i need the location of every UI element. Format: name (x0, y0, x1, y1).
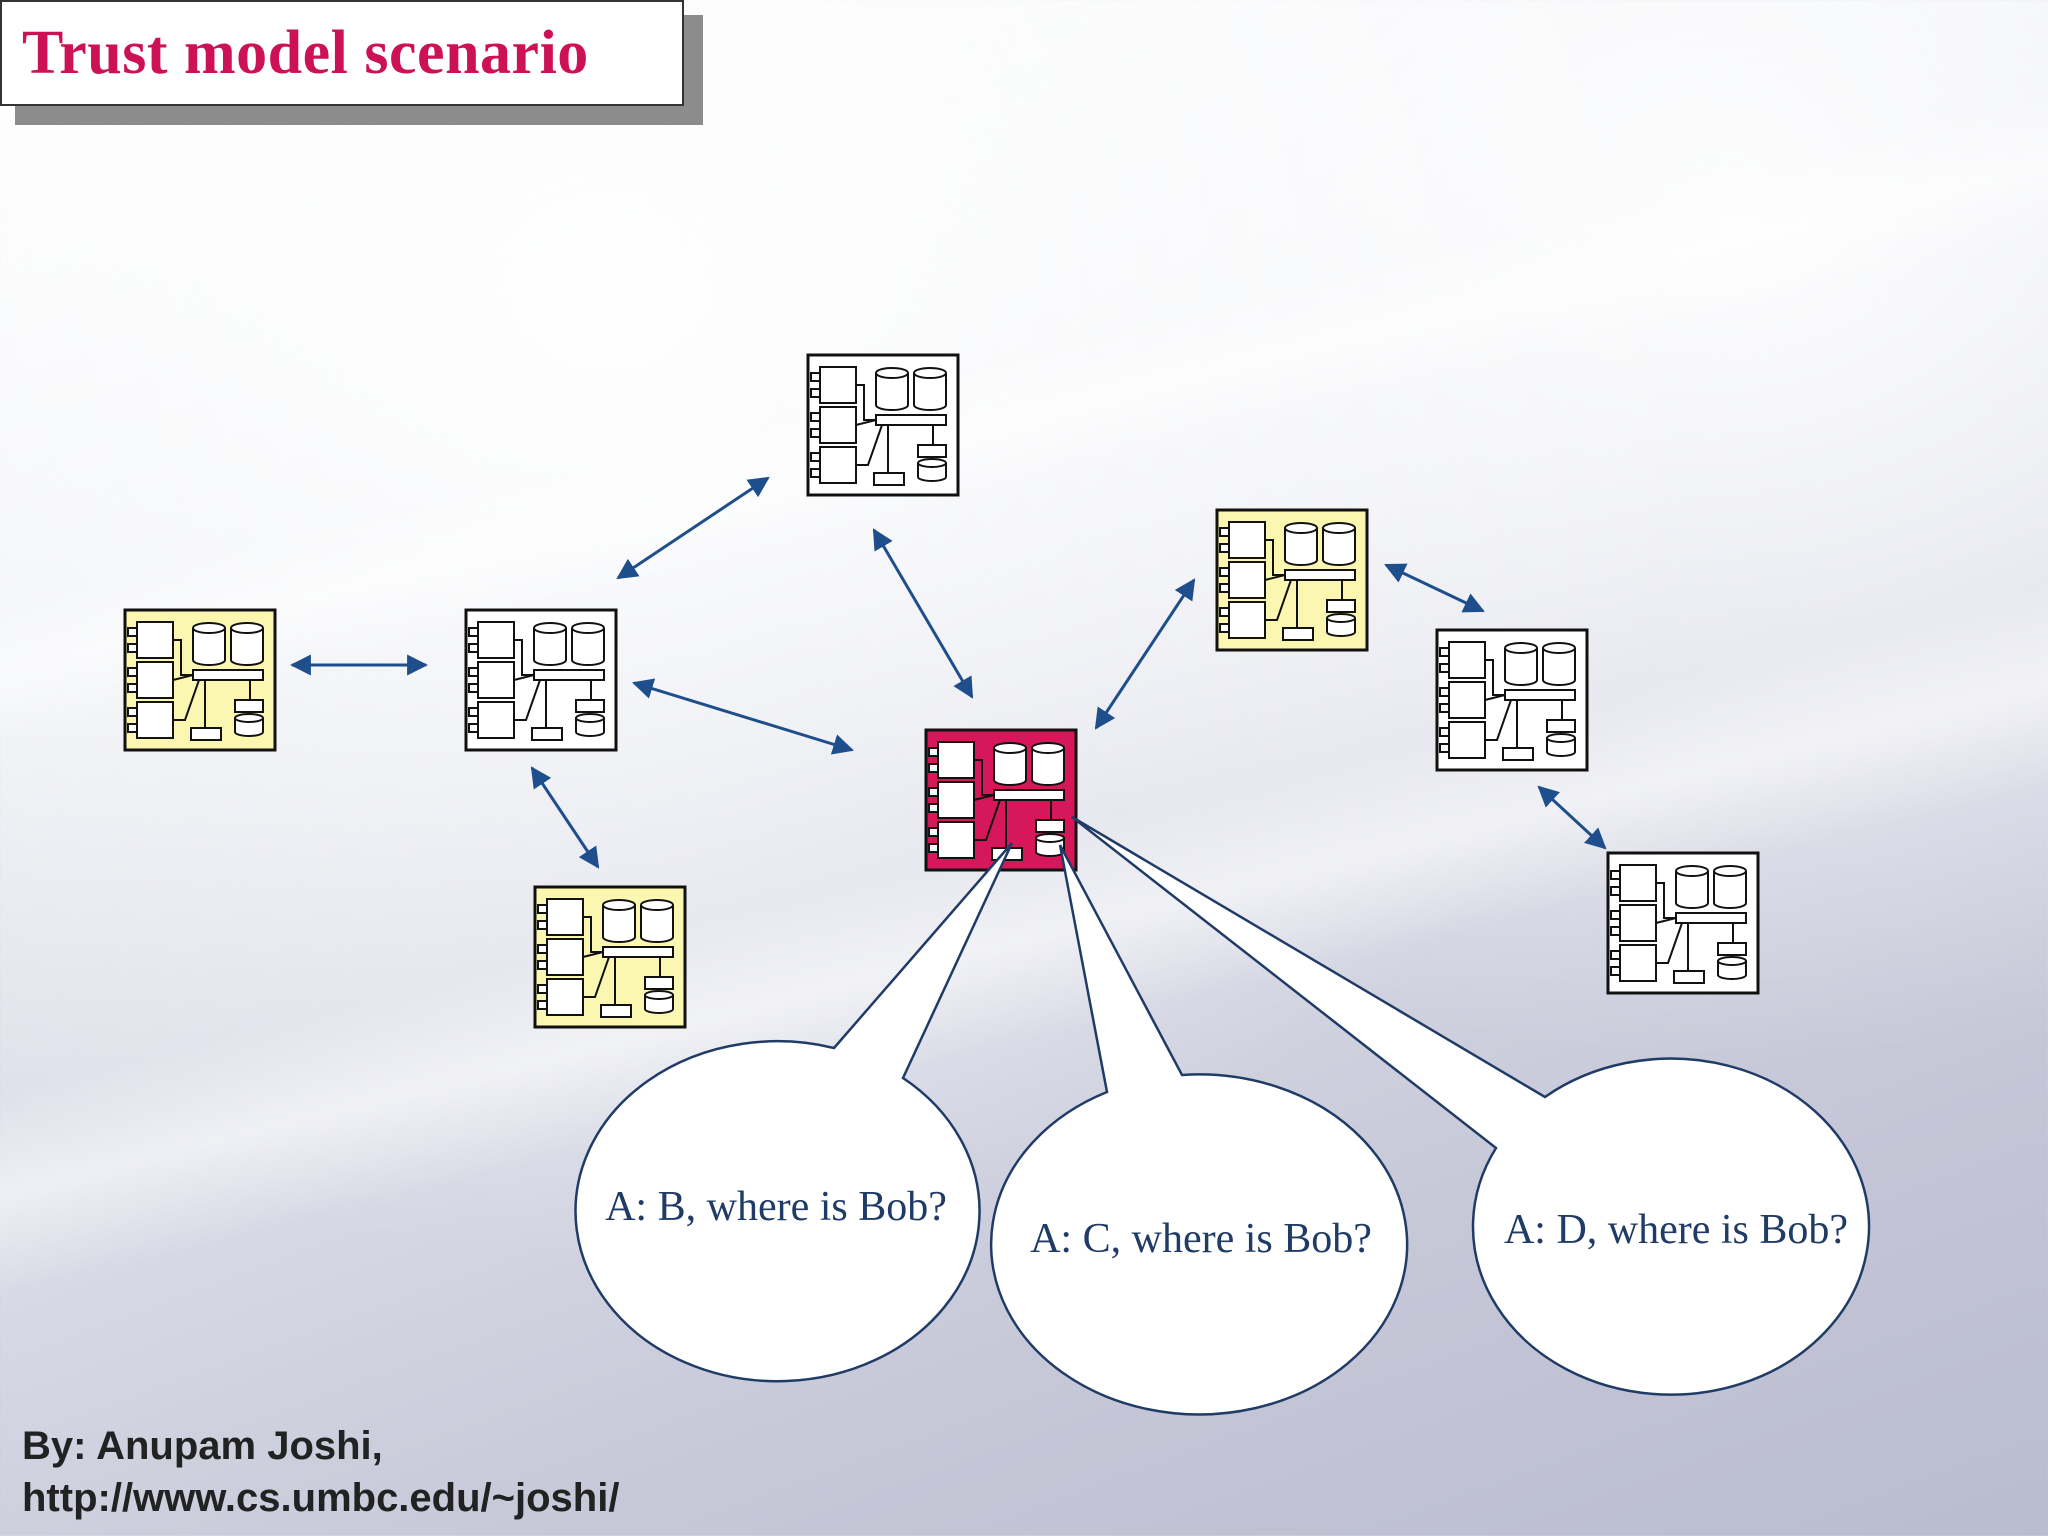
speech-bubble-b (574, 842, 1014, 1383)
bubble-text-d: A: D, where is Bob? (1504, 1207, 1848, 1253)
node-right-middle (1435, 628, 1589, 772)
author-credit: By: Anupam Joshi, http://www.cs.umbc.edu… (22, 1420, 619, 1524)
bubble-text-c: A: C, where is Bob? (1030, 1216, 1372, 1262)
node-left-hub (464, 608, 618, 752)
node-right-upper (1215, 508, 1369, 652)
arrow-rightmiddle-rightlower (1537, 785, 1607, 850)
speech-bubble-d (1071, 815, 1871, 1396)
arrow-center-rightupper (1094, 578, 1196, 730)
arrow-hub-center (631, 678, 855, 755)
arrow-hub-bottomleft (530, 766, 600, 869)
node-center-a (924, 728, 1078, 872)
arrow-top-center (872, 528, 974, 699)
title-box: Trust model scenario (0, 0, 684, 106)
node-far-left (123, 608, 277, 752)
arrow-hub-top (616, 476, 770, 580)
credit-url: http://www.cs.umbc.edu/~joshi/ (22, 1476, 620, 1520)
node-bottom-left (533, 885, 687, 1029)
slide-title: Trust model scenario (22, 18, 589, 87)
arrow-rightupper-rightmiddle (1384, 563, 1485, 613)
bubble-text-b: A: B, where is Bob? (605, 1184, 947, 1230)
speech-bubble-c (989, 844, 1409, 1416)
credit-author: By: Anupam Joshi, (22, 1424, 383, 1468)
node-right-lower (1606, 851, 1760, 995)
node-top (806, 353, 960, 497)
